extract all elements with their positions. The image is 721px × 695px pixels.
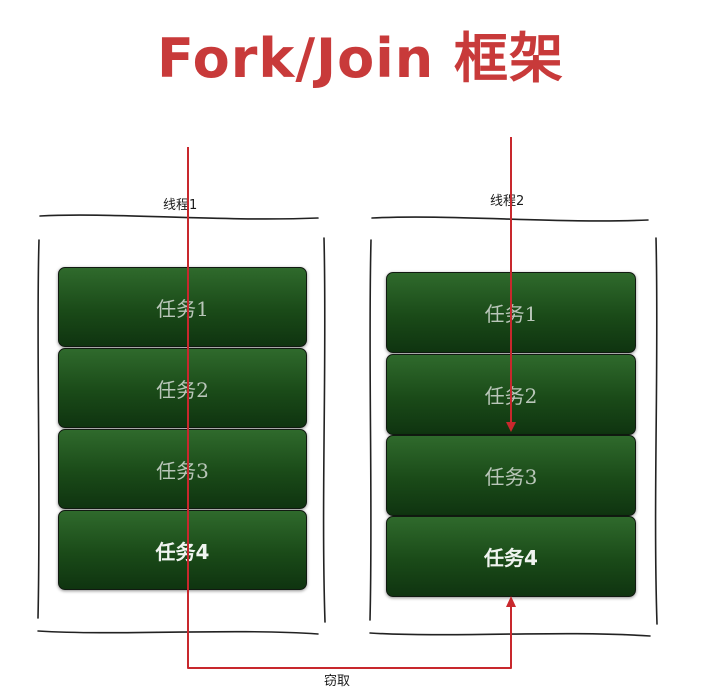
thread2-task-4: 任务4 <box>386 516 636 597</box>
steal-arrow-line <box>187 147 512 669</box>
thread2-task-3: 任务3 <box>386 435 636 516</box>
thread1-right-border <box>322 237 326 623</box>
thread2-left-border <box>369 239 372 621</box>
thread1-task-3: 任务3 <box>58 429 307 509</box>
thread2-right-border <box>654 237 658 625</box>
page-title: Fork/Join 框架 <box>156 27 564 90</box>
thread1-task-1: 任务1 <box>58 267 307 347</box>
thread1-bottom-border <box>37 630 319 635</box>
thread1-top-border <box>39 214 319 220</box>
thread2-bottom-border <box>369 632 651 637</box>
thread1-left-border <box>37 239 40 619</box>
thread1-task-4: 任务4 <box>58 510 307 590</box>
thread2-label: 线程2 <box>490 194 525 209</box>
thread2-top-border <box>371 216 649 222</box>
thread2-execution-arrowhead <box>506 422 516 432</box>
thread1-task-2: 任务2 <box>58 348 307 428</box>
steal-label: 窃取 <box>324 674 351 689</box>
steal-arrowhead <box>506 596 516 607</box>
